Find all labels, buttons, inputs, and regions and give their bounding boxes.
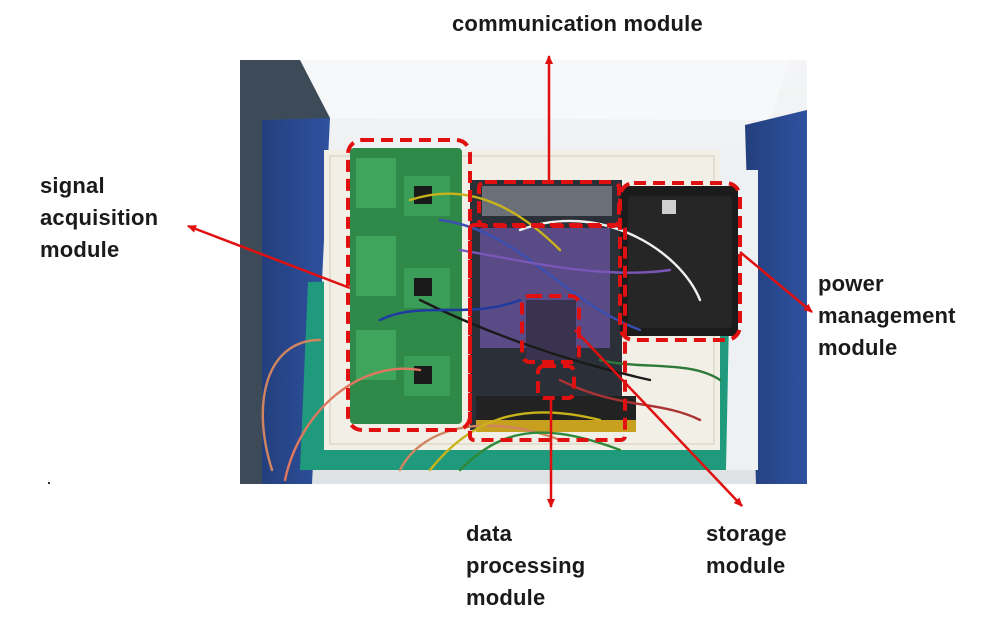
- label-line: signal: [40, 173, 105, 198]
- device-photo: [240, 60, 807, 484]
- stray-dot: [48, 482, 50, 484]
- box-storage: [520, 294, 581, 364]
- annotation-boxes: [346, 138, 742, 442]
- label-line: processing: [466, 553, 586, 578]
- box-signal-acquisition: [346, 138, 472, 432]
- label-line: communication module: [452, 11, 703, 36]
- label-line: acquisition: [40, 205, 159, 230]
- box-power-management: [618, 181, 742, 342]
- label-line: management: [818, 303, 956, 328]
- label-line: module: [466, 585, 546, 610]
- arrow-storage: [574, 329, 743, 507]
- box-data-processing: [536, 364, 576, 400]
- label-line: module: [40, 237, 120, 262]
- arrow-power: [739, 251, 813, 313]
- label-line: power: [818, 271, 884, 296]
- label-line: data: [466, 521, 513, 546]
- label-line: module: [818, 335, 898, 360]
- label-line: storage: [706, 521, 787, 546]
- data-processing-module-label: data processing module: [466, 518, 585, 614]
- communication-module-label: communication module: [452, 8, 703, 40]
- box-main-processing: [468, 223, 627, 442]
- power-management-module-label: power management module: [818, 268, 956, 364]
- label-line: module: [706, 553, 786, 578]
- arrow-signal: [187, 224, 351, 290]
- signal-acquisition-module-label: signal acquisition module: [40, 170, 158, 266]
- storage-module-label: storage module: [706, 518, 787, 582]
- annotation-arrows: [187, 55, 813, 508]
